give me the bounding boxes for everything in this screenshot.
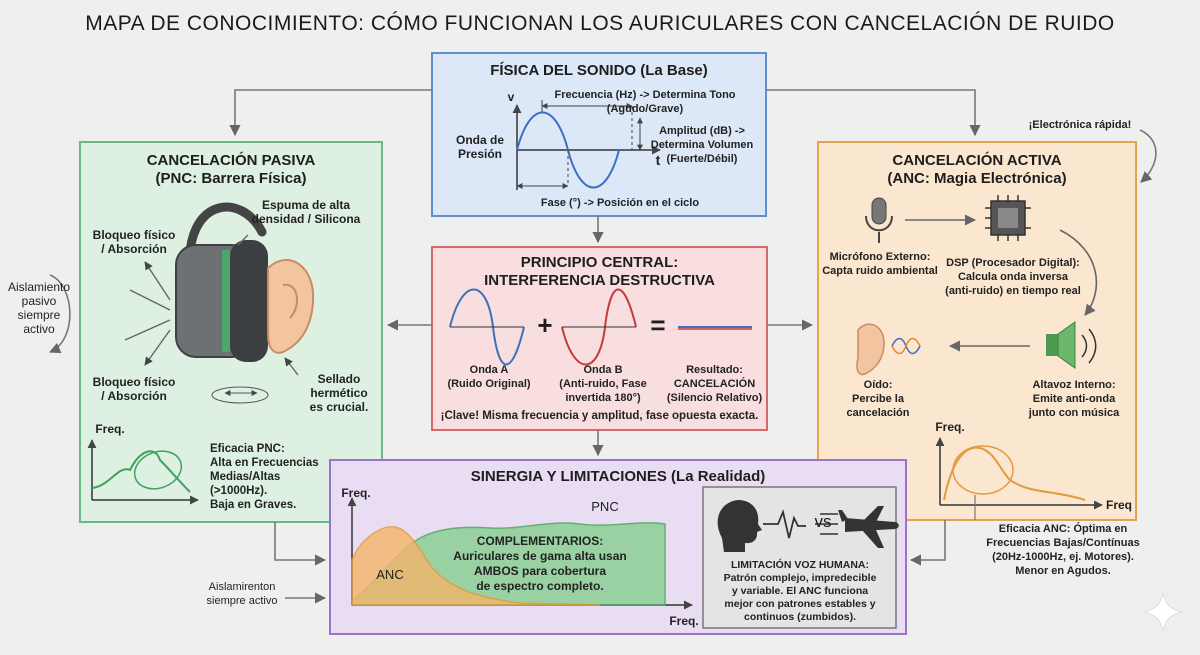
central-panel — [431, 246, 768, 431]
frequency-label: Frecuencia (Hz) -> Determina Tono (Agudo… — [554, 89, 736, 115]
result-label: Resultado: CANCELACIÓN (Silencio Relativ… — [666, 364, 763, 404]
arrow-physics-to-passive — [229, 89, 432, 137]
passive-title: CANCELACIÓN PASIVA (PNC: Barrera Física) — [146, 152, 316, 187]
anc-area — [351, 526, 601, 606]
pressure-wave-label: Onda de Presión — [455, 133, 504, 161]
anc-efficacy-chart — [935, 437, 1103, 520]
pnc-efficacy-chart — [87, 439, 199, 505]
t-axis-label: t — [655, 152, 661, 168]
arrow-passive-to-synergy — [274, 522, 327, 566]
equals-sign: = — [650, 310, 666, 340]
fast-electronics-label: ¡Electrónica rápida! — [1028, 119, 1132, 131]
anc-freq-x-label: Freq — [1105, 498, 1132, 512]
anc-freq-axis-label: Freq. — [935, 420, 965, 434]
wave-b-label: Onda B (Anti-ruido, Fase invertida 180°) — [559, 364, 647, 404]
physics-title: FÍSICA DEL SONIDO (La Base) — [490, 62, 708, 79]
headphone-ear-illustration — [175, 202, 315, 404]
physics-panel — [431, 52, 767, 217]
isolation-label: Aislamiento pasivo siempre activo — [7, 280, 71, 336]
blocking-arrows — [124, 234, 299, 376]
seal-label: Sellado hermético es crucial. — [309, 372, 369, 414]
pnc-curve — [91, 450, 191, 493]
synergy-title: SINERGIA Y LIMITACIONES (La Realidad) — [470, 468, 766, 485]
key-label: ¡Clave! Misma frecuencia y amplitud, fas… — [440, 410, 759, 422]
plane-icon — [815, 506, 899, 548]
microphone-icon — [865, 197, 893, 243]
arrow-isolation-loop — [48, 274, 71, 354]
active-title: CANCELACIÓN ACTIVA (ANC: Magia Electróni… — [887, 152, 1067, 187]
anc-efficacy-label: Eficacia ANC: Óptima en Frecuencias Baja… — [986, 523, 1140, 577]
connector-arrows — [48, 89, 1157, 604]
vs-label: vs — [814, 512, 832, 531]
anc-area-label: ANC — [376, 567, 404, 582]
head-speaking-icon — [717, 500, 806, 552]
speaker-label: Altavoz Interno: Emite anti-onda junto c… — [1028, 379, 1120, 419]
interference-waves — [449, 288, 752, 366]
amplitude-label: Amplitud (dB) -> Determina Volumen (Fuer… — [650, 125, 754, 165]
speaker-icon — [1046, 321, 1097, 369]
block-bottom-label: Bloqueo físico / Absorción — [92, 375, 176, 403]
pnc-efficacy-label: Eficacia PNC: Alta en Frecuencias Medias… — [210, 443, 319, 511]
mic-label: Micrófono Externo: Capta ruido ambiental — [822, 251, 938, 277]
voice-limitation-label: LIMITACIÓN VOZ HUMANA: Patrón complejo, … — [723, 559, 877, 623]
wave-a-label: Onda A (Ruido Original) — [447, 364, 531, 390]
isolation-note-label: Aislamirenton siempre activo — [206, 581, 278, 607]
v-axis-label: v — [507, 90, 515, 104]
ear-label: Oído: Percibe la cancelación — [846, 379, 910, 419]
complement-label: COMPLEMENTARIOS: Auriculares de gama alt… — [453, 534, 627, 593]
pnc-freq-axis-label: Freq. — [95, 422, 125, 436]
anc-curve — [943, 446, 1086, 501]
synergy-freq-x-label: Freq. — [669, 614, 699, 628]
pnc-area-label: PNC — [591, 499, 619, 514]
sparkle-icon — [1143, 592, 1183, 632]
arrow-active-to-synergy — [909, 520, 946, 566]
phase-label: Fase (°) -> Posición en el ciclo — [540, 197, 700, 209]
foam-label: Espuma de alta densidad / Silicona — [251, 198, 361, 226]
physics-wave-graph — [512, 100, 661, 190]
ear-shape — [267, 259, 315, 354]
page-title: MAPA DE CONOCIMIENTO: CÓMO FUNCIONAN LOS… — [85, 12, 1115, 35]
synergy-chart — [347, 497, 693, 610]
dsp-label: DSP (Procesador Digital): Calcula onda i… — [945, 257, 1081, 297]
block-top-label: Bloqueo físico / Absorción — [92, 228, 176, 256]
synergy-freq-y-label: Freq. — [341, 486, 371, 500]
arrow-physics-to-active — [766, 89, 981, 137]
chip-icon — [985, 195, 1031, 241]
central-title: PRINCIPIO CENTRAL: INTERFERENCIA DESTRUC… — [484, 254, 715, 289]
plus-sign: + — [537, 310, 553, 340]
arrow-fast-loop — [1139, 129, 1157, 183]
ear-icon — [856, 323, 921, 376]
ear-cushion — [230, 240, 268, 362]
